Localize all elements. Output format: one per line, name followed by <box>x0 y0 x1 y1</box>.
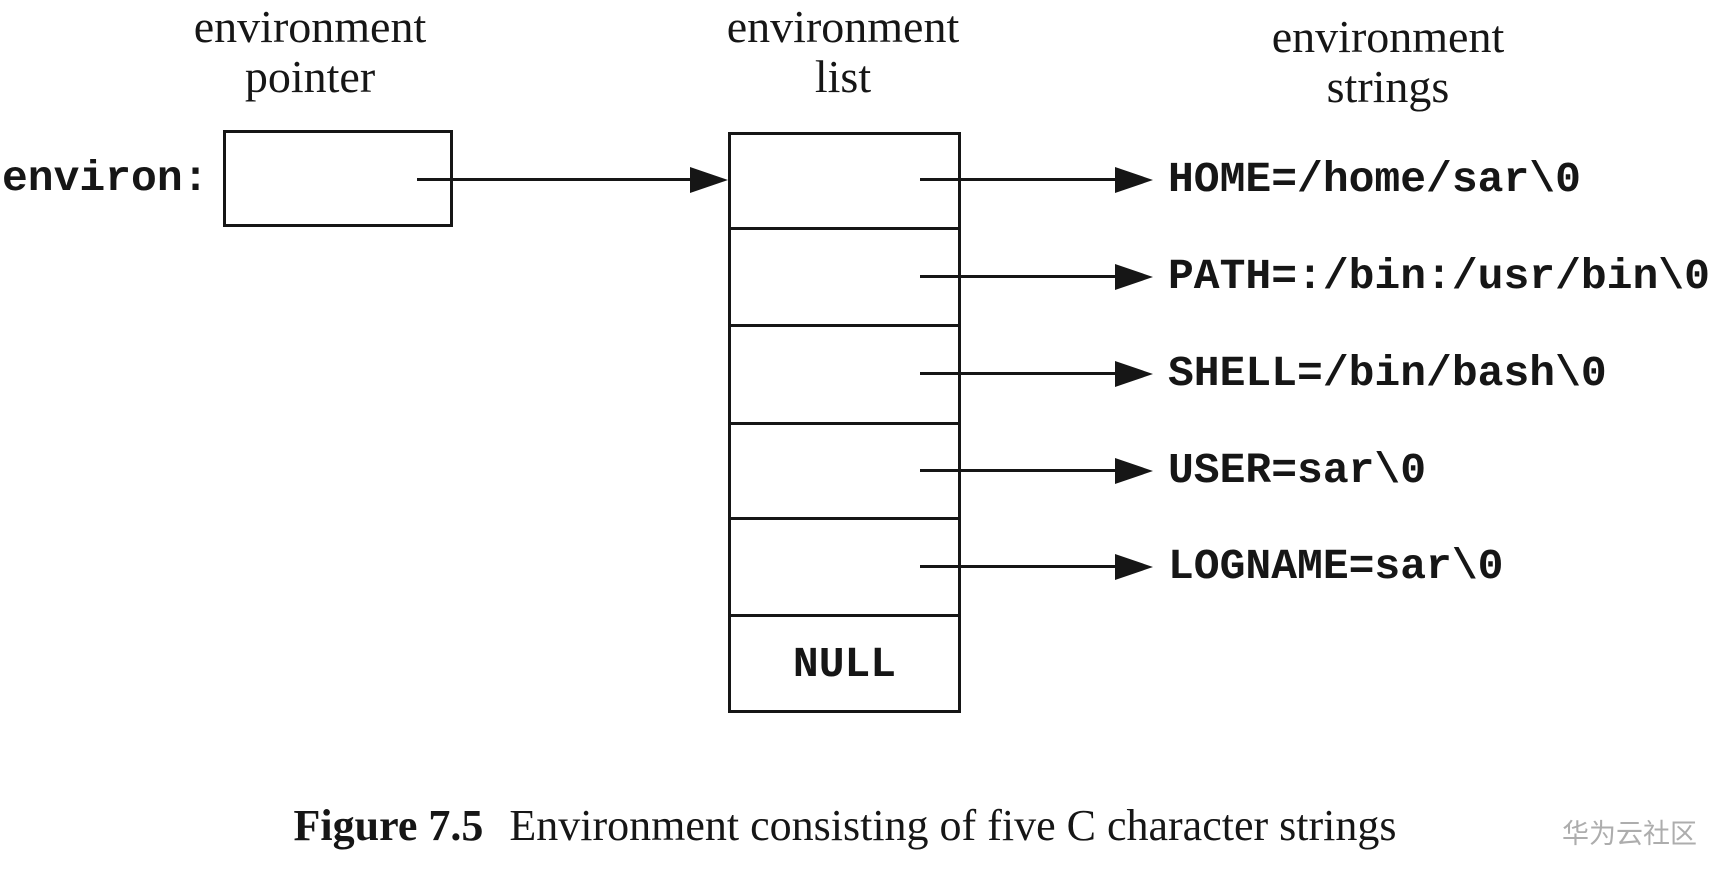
environment-string: PATH=:/bin:/usr/bin\0 <box>1168 252 1710 301</box>
string-arrow-line <box>920 469 1118 472</box>
list-cell-divider <box>731 324 958 327</box>
column-header-environment-strings: environment strings <box>1272 12 1505 112</box>
column-header-environment-list: environment list <box>727 2 960 102</box>
header-line-1: environment <box>1271 11 1505 62</box>
environ-variable-label: environ: <box>2 154 209 203</box>
string-arrowhead-icon <box>1115 167 1153 193</box>
header-line-2: pointer <box>244 51 376 102</box>
list-cell-divider <box>731 422 958 425</box>
figure-caption-text: Environment consisting of five C charact… <box>509 801 1397 850</box>
figure-caption: Figure 7.5 Environment consisting of five… <box>294 798 1397 854</box>
list-cell-divider <box>731 517 958 520</box>
header-line-1: environment <box>726 1 960 52</box>
site-watermark: 华为云社区 <box>1562 819 1697 850</box>
string-arrow-line <box>920 372 1118 375</box>
header-line-1: environment <box>193 1 427 52</box>
list-cell-divider <box>731 614 958 617</box>
environment-string: LOGNAME=sar\0 <box>1168 542 1504 591</box>
string-arrow-line <box>920 565 1118 568</box>
environment-pointer-box <box>223 130 453 227</box>
header-line-2: list <box>814 51 872 102</box>
string-arrowhead-icon <box>1115 264 1153 290</box>
environment-string: SHELL=/bin/bash\0 <box>1168 349 1607 398</box>
pointer-arrowhead-icon <box>690 167 728 193</box>
string-arrowhead-icon <box>1115 554 1153 580</box>
environment-string: HOME=/home/sar\0 <box>1168 155 1581 204</box>
null-terminator-cell: NULL <box>792 640 897 689</box>
list-cell-divider <box>731 227 958 230</box>
string-arrowhead-icon <box>1115 361 1153 387</box>
header-line-2: strings <box>1326 61 1450 112</box>
string-arrowhead-icon <box>1115 458 1153 484</box>
pointer-arrow-line <box>417 178 693 181</box>
string-arrow-line <box>920 178 1118 181</box>
column-header-environment-pointer: environment pointer <box>194 2 427 102</box>
figure-number-label: Figure 7.5 <box>293 801 484 850</box>
environment-list-box: NULL <box>728 132 961 713</box>
string-arrow-line <box>920 275 1118 278</box>
environment-string: USER=sar\0 <box>1168 446 1427 495</box>
